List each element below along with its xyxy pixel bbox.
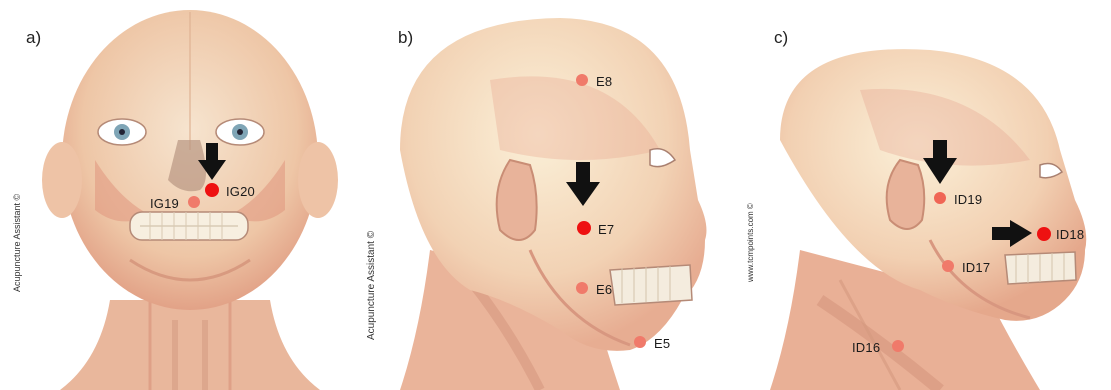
acupoint-e6-marker (576, 282, 588, 294)
panel-b-side-view: b) Acupuncture Assistant © (360, 0, 740, 390)
acupoint-id19-marker (934, 192, 946, 204)
acupoint-e8-marker (576, 74, 588, 86)
side-head-illustration-c (740, 0, 1111, 390)
acupoint-id17-marker (942, 260, 954, 272)
acupoint-ig19-marker (188, 196, 200, 208)
acupoint-e7-marker (577, 221, 591, 235)
acupoint-id17-label: ID17 (962, 260, 990, 275)
acupoint-e6-label: E6 (596, 282, 612, 297)
acupoint-ig19-label: IG19 (150, 196, 179, 211)
acupoint-id16-marker (892, 340, 904, 352)
frontal-head-illustration (0, 0, 360, 390)
acupoint-ig20-marker (205, 183, 219, 197)
side-head-illustration (360, 0, 740, 390)
acupoint-id19-label: ID19 (954, 192, 982, 207)
panel-c-side-view: c) www.tcmpoints.com © (740, 0, 1111, 390)
panel-a-frontal-view: a) Acupuncture Assistant © (0, 0, 360, 390)
acupoint-e8-label: E8 (596, 74, 612, 89)
acupoint-id16-label: ID16 (852, 340, 880, 355)
acupoint-id18-label: ID18 (1056, 227, 1084, 242)
acupoint-e5-label: E5 (654, 336, 670, 351)
acupoint-e5-marker (634, 336, 646, 348)
acupoint-id18-marker (1037, 227, 1051, 241)
acupoint-e7-label: E7 (598, 222, 614, 237)
acupoint-ig20-label: IG20 (226, 184, 255, 199)
